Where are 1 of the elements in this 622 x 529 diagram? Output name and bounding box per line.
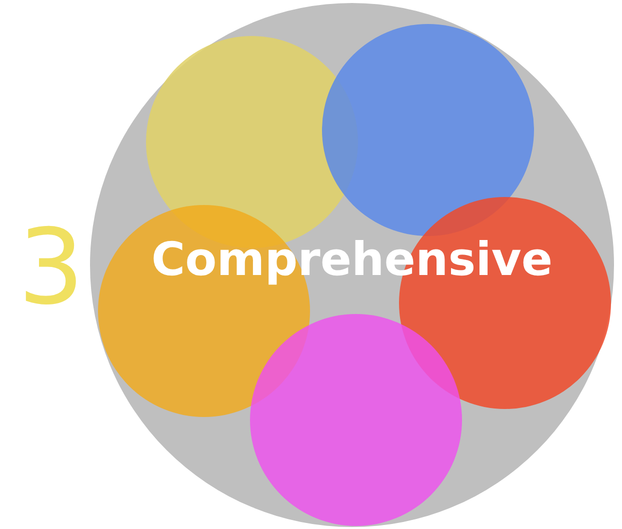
step-number: 3: [18, 212, 84, 322]
